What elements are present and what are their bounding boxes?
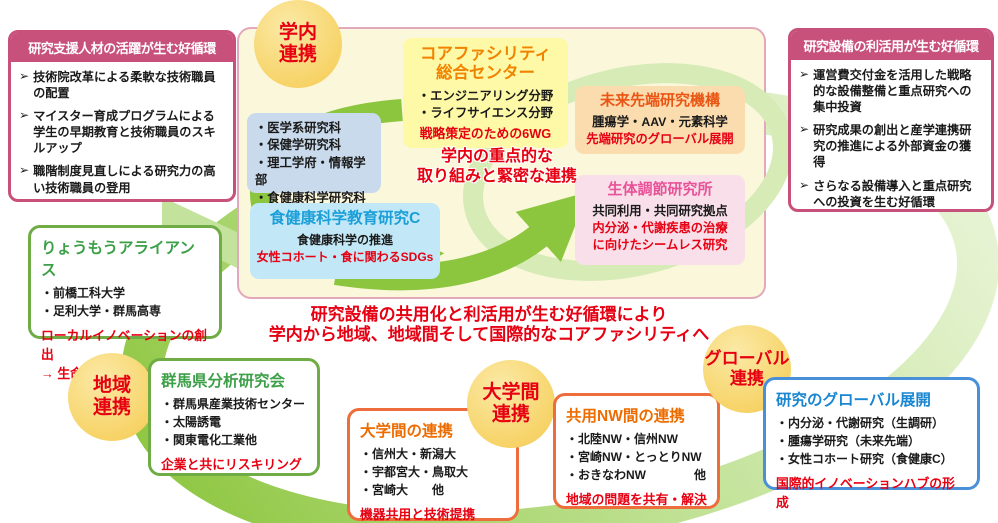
university-box: 大学間の連携 ・信州大・新潟大 ・宇都宮大・鳥取大 ・宮崎大 他 機器共用と技術… [347, 408, 519, 522]
cycle-item-text: 職階制度見直しによる研究力の高い技術職員の登用 [33, 164, 216, 195]
global-title: 研究のグローバル展開 [776, 392, 931, 409]
future-institute-highlight: 先端研究のグローバル展開 [586, 131, 734, 146]
cycle-item-text: マイスター育成プログラムによる学生の早期教育と技術職員のスキルアップ [33, 109, 216, 156]
global-item: ・女性コホート研究（食健康C） [776, 452, 953, 466]
cycle-item: ➢ マイスター育成プログラムによる学生の早期教育と技術職員のスキルアップ [19, 108, 225, 156]
network-title: 共用NW間の連携 [566, 408, 685, 425]
arrow-bullet-icon: ➢ [19, 108, 30, 123]
left-cycle-items: ➢ 技術院改革による柔軟な技術職員の配置 ➢ マイスター育成プログラムによる学生… [11, 62, 233, 199]
global-link-circle: グローバル 連携 [703, 325, 791, 413]
right-cycle-items: ➢ 運営費交付金を活用した戦略的な設備整備と重点研究への集中投資 ➢ 研究成果の… [791, 60, 991, 209]
gunma-analysis-title: 群馬県分析研究会 [161, 373, 286, 390]
left-cycle-title: 研究支援人材の活躍が生む好循環 [11, 33, 233, 62]
cycle-item: ➢ 職階制度見直しによる研究力の高い技術職員の登用 [19, 163, 225, 195]
global-link-label: グローバル 連携 [704, 349, 790, 388]
campus-link-circle: 学内 連携 [254, 0, 342, 88]
gunma-item: ・太陽誘電 [161, 415, 222, 429]
bio-institute-item: 共同利用・共同研究拠点 [592, 203, 728, 218]
cycle-item: ➢ さらなる設備導入と重点研究への投資を生む好循環 [799, 177, 983, 209]
university-item: ・宮崎大 他 [360, 483, 445, 497]
university-item: ・宇都宮大・鳥取大 [360, 465, 469, 479]
network-item: ・おきなわNW 他 [566, 468, 706, 482]
global-box: 研究のグローバル展開 ・内分泌・代謝研究（生調研） ・腫瘍学研究（未来先端） ・… [763, 377, 980, 510]
bio-institute-title: 生体調節研究所 [607, 181, 713, 198]
ryomo-item: ・足利大学・群馬高専 [41, 304, 162, 318]
cycle-item: ➢ 研究成果の創出と産学連携研究の推進による外部資金の獲得 [799, 122, 983, 170]
arrow-bullet-icon: ➢ [799, 122, 810, 137]
left-cycle-box: 研究支援人材の活躍が生む好循環 ➢ 技術院改革による柔軟な技術職員の配置 ➢ マ… [8, 30, 236, 202]
bio-institute-highlight: 内分泌・代謝疾患の治療 に向けたシームレス研究 [592, 220, 728, 253]
gunma-item: ・群馬県産業技術センター [161, 397, 306, 411]
university-item: ・信州大・新潟大 [360, 447, 457, 461]
arrow-bullet-icon: ➢ [799, 177, 810, 192]
network-item: ・宮崎NW・とっとりNW [566, 450, 702, 464]
cycle-item-text: 研究成果の創出と産学連携研究の推進による外部資金の獲得 [813, 123, 972, 170]
network-item: ・北陸NW・信州NW [566, 432, 678, 446]
food-science-box: 食健康科学教育研究C 食健康科学の推進 女性コホート・食に関わるSDGs [250, 203, 440, 279]
cycle-item-text: 運営費交付金を活用した戦略的な設備整備と重点研究への集中投資 [813, 68, 972, 115]
gunma-highlight: 企業と共にリスキリング [161, 457, 302, 472]
ryomo-alliance-title: りょうもうアライアンス [41, 240, 195, 279]
gunma-analysis-box: 群馬県分析研究会 ・群馬県産業技術センター ・太陽誘電 ・関東電化工業他 企業と… [148, 358, 320, 476]
cycle-item-text: さらなる設備導入と重点研究への投資を生む好循環 [813, 178, 972, 209]
network-box: 共用NW間の連携 ・北陸NW・信州NW ・宮崎NW・とっとりNW ・おきなわNW… [553, 393, 720, 509]
gunma-item: ・関東電化工業他 [161, 433, 258, 447]
regional-link-circle: 地域 連携 [68, 353, 156, 441]
center-message: 研究設備の共用化と利活用が生む好循環により 学内から地域、地域間そして国際的なコ… [268, 305, 710, 345]
campus-link-label: 学内 連携 [278, 22, 317, 65]
bio-institute-box: 生体調節研究所 共同利用・共同研究拠点 内分泌・代謝疾患の治療 に向けたシームレ… [575, 175, 745, 265]
future-institute-title: 未来先端研究機構 [599, 92, 720, 109]
core-facility-box: コアファシリティ 総合センター ・エンジニアリング分野 ・ライフサイエンス分野 … [403, 38, 568, 148]
global-item: ・内分泌・代謝研究（生調研） [776, 416, 945, 430]
core-facility-title: コアファシリティ 総合センター [419, 45, 551, 83]
network-highlight: 地域の問題を共有・解決 [566, 492, 707, 507]
ryomo-item: ・前橋工科大学 [41, 286, 126, 300]
university-link-circle: 大学間 連携 [467, 360, 555, 448]
university-link-label: 大学間 連携 [482, 382, 540, 425]
right-cycle-box: 研究設備の利活用が生む好循環 ➢ 運営費交付金を活用した戦略的な設備整備と重点研… [788, 28, 994, 212]
university-title: 大学間の連携 [360, 423, 454, 440]
core-facility-item: ・ライフサイエンス分野 [418, 106, 553, 121]
core-facility-highlight: 戦略策定のための6WG [419, 126, 552, 142]
future-institute-item: 腫瘍学・AAV・元素科学 [592, 114, 728, 129]
arrow-bullet-icon: ➢ [19, 163, 30, 178]
right-cycle-title: 研究設備の利活用が生む好循環 [791, 31, 991, 60]
regional-link-label: 地域 連携 [92, 375, 131, 418]
cycle-item: ➢ 運営費交付金を活用した戦略的な設備整備と重点研究への集中投資 [799, 67, 983, 115]
food-science-item: 食健康科学の推進 [296, 233, 393, 248]
cycle-item: ➢ 技術院改革による柔軟な技術職員の配置 [19, 69, 225, 101]
ryomo-alliance-box: りょうもうアライアンス ・前橋工科大学 ・足利大学・群馬高専 ローカルイノベーシ… [28, 225, 222, 381]
cycle-item-text: 技術院改革による柔軟な技術職員の配置 [33, 70, 216, 101]
university-highlight: 機器共用と技術提携 [360, 507, 476, 522]
food-science-title: 食健康科学教育研究C [269, 210, 421, 227]
food-science-highlight: 女性コホート・食に関わるSDGs [256, 250, 434, 265]
global-highlight: 国際的イノベーションハブの形成 [776, 476, 955, 510]
future-institute-box: 未来先端研究機構 腫瘍学・AAV・元素科学 先端研究のグローバル展開 [575, 86, 745, 154]
department-item: ・医学系研究科 [255, 121, 342, 135]
core-facility-item: ・エンジニアリング分野 [417, 88, 554, 103]
arrow-bullet-icon: ➢ [799, 67, 810, 81]
global-item: ・腫瘍学研究（未来先端） [776, 434, 921, 448]
arrow-bullet-icon: ➢ [19, 69, 30, 83]
